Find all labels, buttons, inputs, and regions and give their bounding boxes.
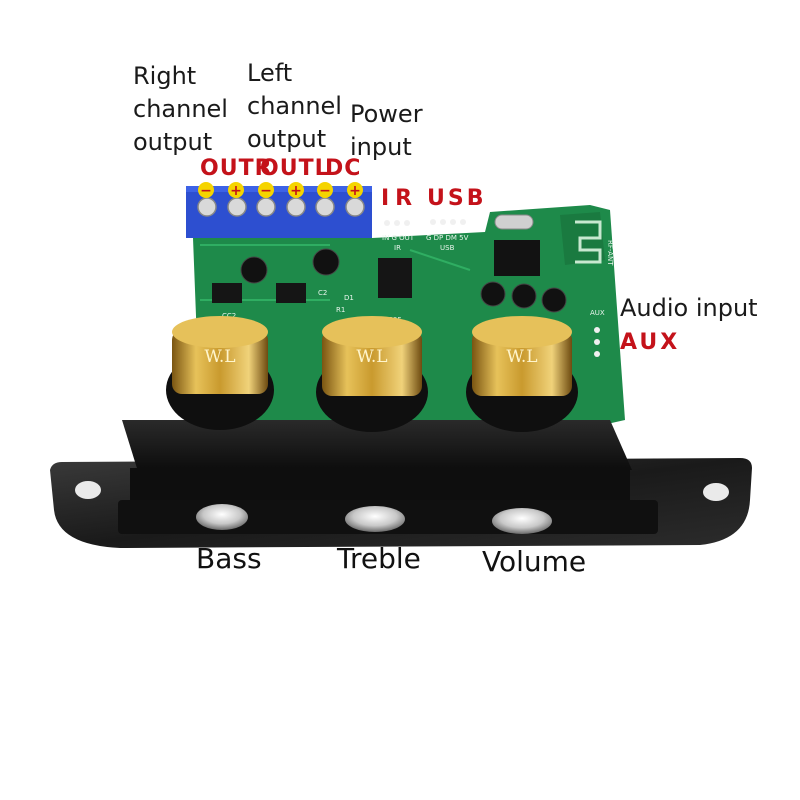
volume-label: Volume xyxy=(482,545,587,578)
minus-marker-2: − xyxy=(260,183,272,199)
silk-cap2: CC2 xyxy=(222,312,236,320)
volume-shaft xyxy=(492,508,552,534)
minus-marker-1: − xyxy=(200,183,212,199)
aux-label: AUX xyxy=(620,330,681,355)
treble-label: Treble xyxy=(337,542,421,575)
silk-ir-label: IR xyxy=(394,244,401,252)
outl-label: OUTL xyxy=(260,156,330,181)
amp-ic-left xyxy=(212,283,242,303)
right-channel-output-label: Right channel output xyxy=(133,62,228,156)
audio-input-label: Audio input xyxy=(620,294,758,322)
bass-pot-brand: W.L xyxy=(204,347,235,367)
mount-hole-left xyxy=(75,481,101,499)
bass-label: Bass xyxy=(196,542,262,575)
volume-pot-brand: W.L xyxy=(506,347,537,367)
antenna-trace xyxy=(575,220,602,264)
plus-marker-2: + xyxy=(290,183,302,199)
regulator-ic xyxy=(378,258,412,298)
ir-header xyxy=(384,220,410,226)
volume-pot: W.L xyxy=(466,316,578,432)
bass-shaft xyxy=(196,504,248,530)
cap-right-3 xyxy=(541,287,567,313)
cap-left xyxy=(240,256,268,284)
silk-usb-pins: G DP DM 5V xyxy=(426,234,469,242)
amp-ic-right xyxy=(276,283,306,303)
dc-label: DC xyxy=(325,156,362,181)
treble-pot-brand: W.L xyxy=(356,347,387,367)
silk-usb-label: USB xyxy=(440,244,455,252)
silk-ir-pins: IN G OUT xyxy=(382,234,415,242)
cap-right-2 xyxy=(511,283,537,309)
polarity-markers: − + − + − + xyxy=(198,182,363,199)
silk-cap1: C2 xyxy=(318,289,327,297)
bluetooth-chip xyxy=(494,240,540,276)
plus-marker-3: + xyxy=(349,183,361,199)
ir-label: IR xyxy=(381,186,419,211)
silk-resistor: R1 xyxy=(336,306,345,314)
bass-pot: W.L xyxy=(166,316,274,430)
treble-pot: W.L xyxy=(316,316,428,432)
usb-header xyxy=(430,219,466,225)
terminal-block xyxy=(186,186,372,238)
mount-hole-right xyxy=(703,483,729,501)
cap-right-1 xyxy=(480,281,506,307)
left-channel-output-label: Left channel output xyxy=(247,59,342,153)
front-panel xyxy=(122,420,632,478)
aux-header xyxy=(594,327,600,357)
crystal xyxy=(494,214,534,230)
plus-marker-1: + xyxy=(230,183,242,199)
outr-label: OUTR xyxy=(200,156,273,181)
silk-antenna: RF-ANT xyxy=(606,240,614,266)
silk-aux-label: AUX xyxy=(590,309,605,317)
usb-label: USB xyxy=(427,186,487,211)
cap-middle xyxy=(312,248,340,276)
power-input-label: Power input xyxy=(350,100,423,161)
minus-marker-3: − xyxy=(319,183,331,199)
treble-shaft xyxy=(345,506,405,532)
silk-diode: D1 xyxy=(344,294,354,302)
